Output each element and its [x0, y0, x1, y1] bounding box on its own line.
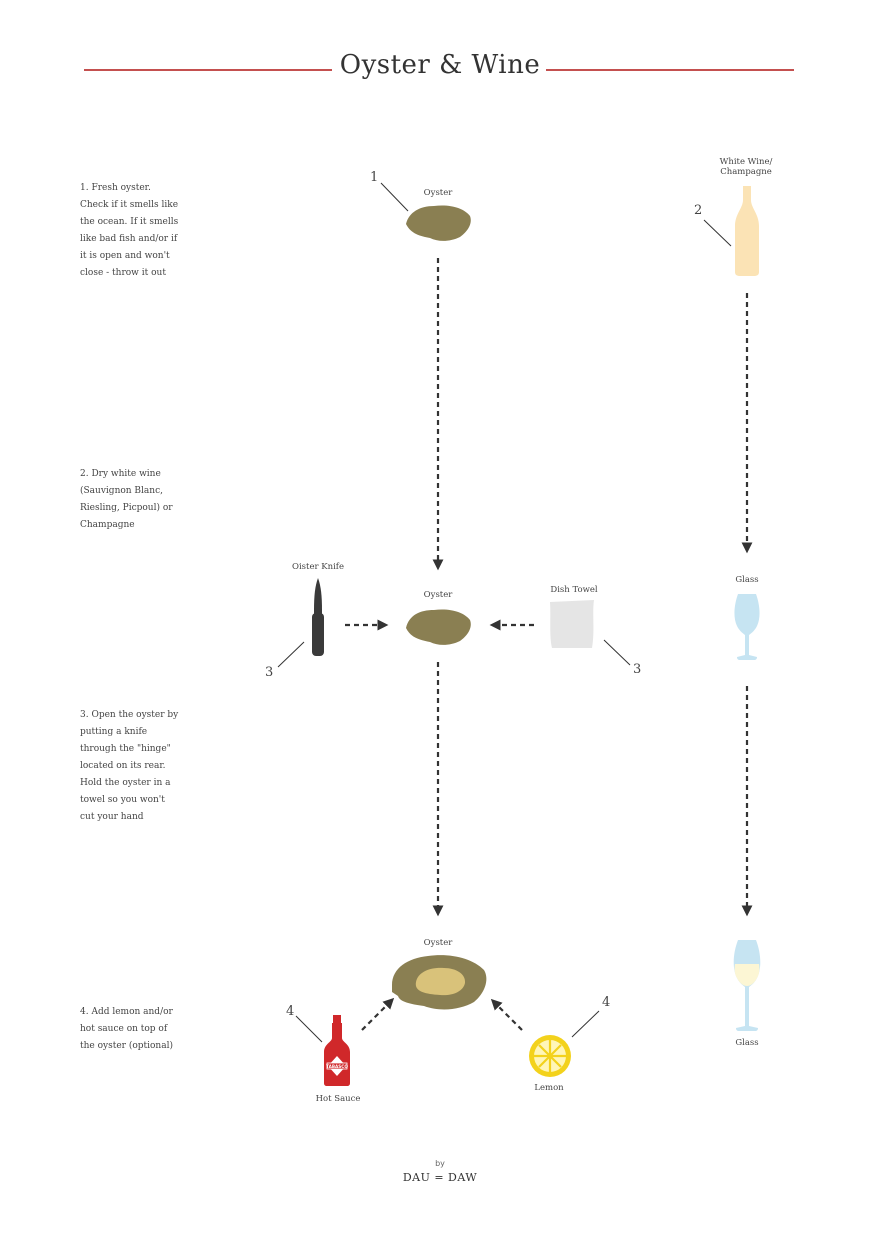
- step-number-1: 1: [370, 170, 379, 185]
- glass-empty-icon: [734, 594, 760, 660]
- step-2-text: 2. Dry white wine (Sauvignon Blanc, Ries…: [80, 469, 173, 530]
- lemon-icon: [529, 1035, 571, 1077]
- pointer-1: [380, 182, 409, 212]
- header-rule-right: [546, 69, 794, 71]
- pointer-4-right: [571, 1010, 600, 1038]
- step-number-3-right: 3: [633, 662, 642, 677]
- pointer-2: [703, 219, 732, 247]
- page-title: Oyster & Wine: [339, 50, 541, 80]
- step-4-text: 4. Add lemon and/or hot sauce on top of …: [80, 1007, 173, 1051]
- step-number-3-left: 3: [265, 665, 274, 680]
- label-dish-towel: Dish Towel: [550, 585, 598, 595]
- oyster-icon: [406, 205, 471, 241]
- glass-full-icon: [733, 940, 761, 1031]
- step-number-4-left: 4: [286, 1004, 295, 1019]
- oyster-icon: [406, 609, 471, 645]
- label-hot-sauce: Hot Sauce: [315, 1094, 361, 1104]
- label-oyster-1: Oyster: [423, 188, 453, 198]
- label-glass-full: Glass: [735, 1038, 759, 1048]
- label-wine-bottle-line1: White Wine/: [719, 157, 773, 167]
- pointer-4-left: [295, 1015, 323, 1043]
- label-wine-bottle-line2: Champagne: [720, 167, 772, 177]
- pointer-3-right: [603, 639, 631, 666]
- step-1-text: 1. Fresh oyster. Check if it smells like…: [80, 183, 179, 278]
- label-oyster-knife: Oister Knife: [292, 562, 344, 572]
- header-rule-left: [84, 69, 332, 71]
- step-number-4-right: 4: [602, 995, 611, 1010]
- credit-logo: DAU = DAW: [402, 1171, 478, 1184]
- pointer-3-left: [277, 641, 305, 668]
- hot-sauce-brand-label: TABASCO: [326, 1064, 348, 1069]
- wine-bottle-icon: [735, 186, 759, 276]
- label-glass-empty: Glass: [735, 575, 759, 585]
- step-number-2: 2: [694, 203, 703, 218]
- label-oyster-2: Oyster: [423, 590, 453, 600]
- credit-by: by: [435, 1159, 445, 1168]
- oyster-meat-icon: [415, 967, 466, 996]
- label-lemon: Lemon: [534, 1083, 564, 1093]
- dish-towel-icon: [550, 600, 594, 648]
- oyster-knife-icon: [312, 578, 324, 656]
- step-3-text: 3. Open the oyster by putting a knife th…: [80, 710, 179, 822]
- label-oyster-3: Oyster: [423, 938, 453, 948]
- hot-sauce-icon: TABASCO: [324, 1015, 350, 1086]
- arrow-hotsauce-to-oyster: [361, 997, 395, 1031]
- arrow-lemon-to-oyster: [490, 998, 523, 1031]
